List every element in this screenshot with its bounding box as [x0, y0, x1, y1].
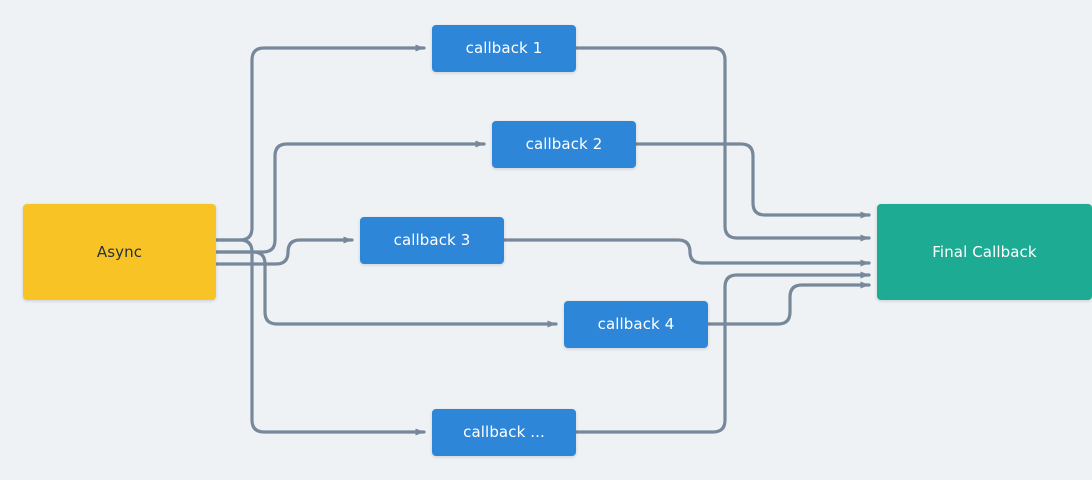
node-callback-4[interactable]: callback 4 [564, 301, 708, 348]
node-final-callback-label: Final Callback [932, 242, 1037, 261]
node-callback-ellipsis-label: callback ... [463, 423, 545, 441]
node-callback-2-label: callback 2 [525, 135, 603, 153]
edge-async-to-callbackN [214, 238, 426, 436]
node-callback-2[interactable]: callback 2 [492, 121, 636, 168]
node-final-callback[interactable]: Final Callback [877, 204, 1092, 300]
edge-async-to-callback2 [214, 140, 486, 254]
edge-callback4-to-final [706, 281, 871, 326]
node-callback-1[interactable]: callback 1 [432, 25, 576, 72]
edge-callbackN-to-final [574, 271, 871, 434]
edge-callback2-to-final [634, 142, 871, 219]
node-async-label: Async [96, 242, 143, 261]
edge-async-to-callback4 [214, 250, 558, 328]
edge-async-to-callback3 [214, 236, 354, 266]
node-async[interactable]: Async [23, 204, 216, 300]
node-callback-3-label: callback 3 [393, 231, 471, 249]
edge-callback3-to-final [502, 238, 871, 267]
node-callback-3[interactable]: callback 3 [360, 217, 504, 264]
node-callback-4-label: callback 4 [597, 315, 675, 333]
node-callback-1-label: callback 1 [465, 39, 543, 57]
node-callback-ellipsis[interactable]: callback ... [432, 409, 576, 456]
